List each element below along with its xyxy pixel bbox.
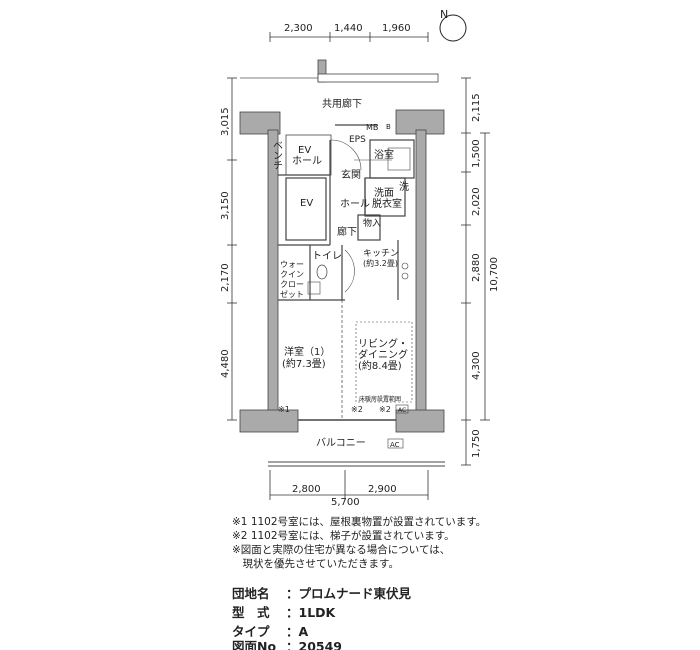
info-complex-name: 団地名 ：プロムナード東伏見 xyxy=(232,583,411,602)
dim-bottom-total: 5,700 xyxy=(331,497,360,508)
info-subtype: タイプ ：A xyxy=(232,621,308,640)
wic-label-4: ゼット xyxy=(280,289,304,299)
info-drawing-no: 図面No ：20549 xyxy=(232,636,342,650)
dim-right-5: 4,300 xyxy=(471,351,482,380)
dim-right-total: 10,700 xyxy=(489,257,500,292)
wic-label-1: ウォー xyxy=(280,260,304,269)
hallway-label: 廊下 xyxy=(337,225,357,238)
balcony-label: バルコニー xyxy=(316,437,366,449)
ac-label-outdoor: AC xyxy=(390,441,400,449)
note-mark-1: ※1 xyxy=(278,405,290,414)
info-label: タイプ xyxy=(232,624,270,639)
entrance-label: 玄関 xyxy=(341,168,361,181)
dim-top-2: 1,440 xyxy=(334,23,363,34)
top-dimension-line xyxy=(269,32,429,42)
mb-label: MB xyxy=(366,123,378,132)
corridor-structure xyxy=(239,59,445,135)
ev-hall-label-1: EV xyxy=(298,145,311,156)
info-type: 型 式 ：1LDK xyxy=(232,602,335,621)
western-room-label: 洋室（1） xyxy=(284,345,330,358)
wic-label-3: クロー xyxy=(280,280,304,289)
ev-label: EV xyxy=(300,198,313,209)
dim-left-1: 3,015 xyxy=(220,107,231,136)
info-value: ：1LDK xyxy=(286,605,336,620)
hall-label: ホール xyxy=(340,198,370,210)
info-value: ：20549 xyxy=(286,639,342,650)
wic-label-2: クイン xyxy=(280,270,304,279)
info-value: ：プロムナード東伏見 xyxy=(286,586,412,601)
ac-label-indoor: AC xyxy=(398,407,406,414)
left-dimension-line xyxy=(227,77,237,421)
toilet-label: トイレ xyxy=(312,251,342,262)
info-label: 団地名 xyxy=(232,586,270,601)
info-label: 図面No xyxy=(232,639,277,650)
washer-label: 洗 xyxy=(399,181,409,193)
dim-top-3: 1,960 xyxy=(382,23,411,34)
dim-bottom-2: 2,900 xyxy=(368,484,397,495)
dim-right-1: 2,115 xyxy=(471,93,482,122)
right-dimension-line xyxy=(461,77,490,466)
dim-top-1: 2,300 xyxy=(284,23,313,34)
toilet-sink xyxy=(307,281,321,295)
western-room-size: (約7.3畳) xyxy=(282,357,326,370)
interior-walls xyxy=(268,124,445,467)
washroom-label-2: 脱衣室 xyxy=(372,197,402,210)
note-4: 現状を優先させていただきます。 xyxy=(232,558,399,570)
living-label-1: リビング・ xyxy=(358,337,408,350)
dim-bottom-1: 2,800 xyxy=(292,484,321,495)
note-mark-2a: ※2 xyxy=(351,405,363,414)
bottom-dimension-line xyxy=(269,470,429,500)
living-label-2: ダイニング xyxy=(358,348,408,361)
bath-label: 浴室 xyxy=(374,148,394,161)
kitchen-label: キッチン xyxy=(363,248,399,259)
dim-right-2: 1,500 xyxy=(471,139,482,168)
dim-left-3: 2,170 xyxy=(220,263,231,292)
info-value: ：A xyxy=(286,624,309,639)
note-3: ※図面と実際の住宅が異なる場合については、 xyxy=(232,544,451,556)
north-compass-icon: N xyxy=(439,8,467,42)
dim-left-2: 3,150 xyxy=(220,191,231,220)
info-label: 型 式 xyxy=(232,605,270,620)
compass-label: N xyxy=(440,8,448,21)
floor-heating-label: 床暖房設置範囲 xyxy=(359,395,401,403)
washroom-label-1: 洗面 xyxy=(374,187,394,199)
dim-right-6: 1,750 xyxy=(471,429,482,458)
storage-label: 物入 xyxy=(363,217,381,229)
common-corridor-label: 共用廊下 xyxy=(322,97,362,110)
ev-hall-label-2: ホール xyxy=(292,155,322,167)
living-size: (約8.4畳) xyxy=(358,359,402,372)
dim-right-4: 2,880 xyxy=(471,253,482,282)
outer-walls xyxy=(239,129,445,433)
dim-left-4: 4,480 xyxy=(220,349,231,378)
dim-right-3: 2,020 xyxy=(471,187,482,216)
note-1: ※1 1102号室には、屋根裏物置が設置されています。 xyxy=(232,516,487,528)
bench-label: ベンチ xyxy=(271,140,283,170)
note-2: ※2 1102号室には、梯子が設置されています。 xyxy=(232,530,455,542)
kitchen-size: (約3.2畳) xyxy=(363,258,398,268)
eps-label: EPS xyxy=(349,135,366,145)
b-label: B xyxy=(386,123,391,131)
note-mark-2b: ※2 xyxy=(379,405,391,414)
